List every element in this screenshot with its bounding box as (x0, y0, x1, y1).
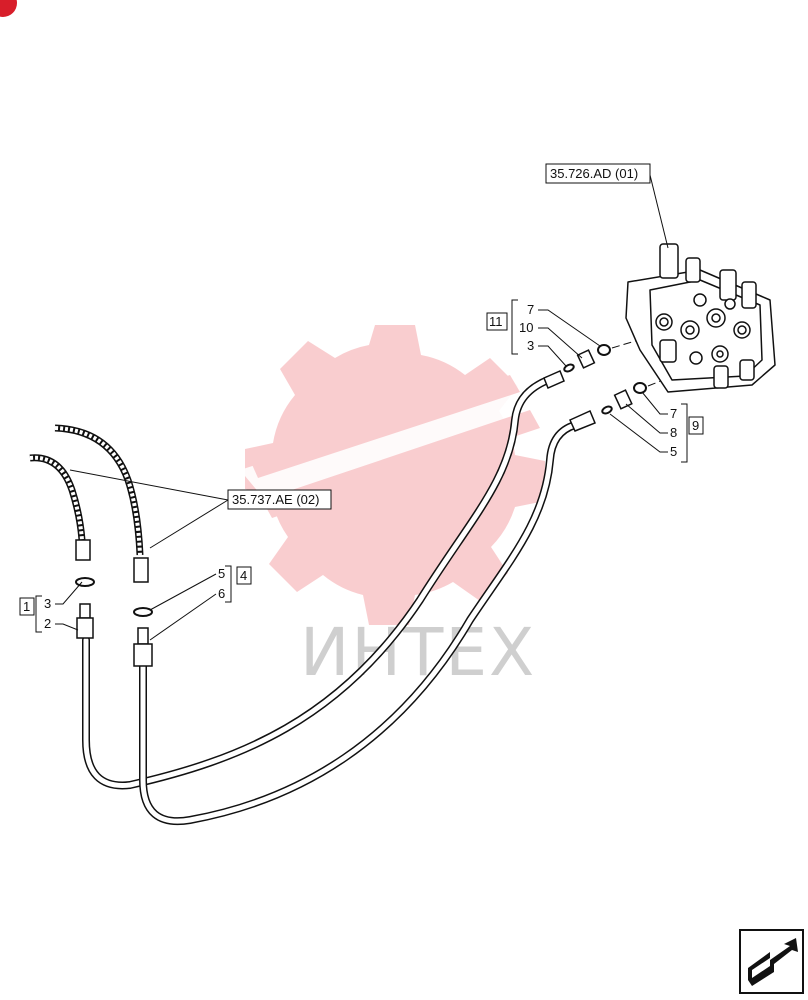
control-valve (625, 243, 776, 393)
corner-badge (0, 0, 17, 17)
leader-3-top (538, 345, 567, 367)
callout-7-top: 7 (527, 302, 534, 317)
callout-3-left: 3 (44, 596, 51, 611)
leader-5-mid (149, 573, 217, 611)
leader-7-top (538, 309, 601, 347)
upper-nut-right (133, 557, 149, 583)
upper-hose-left (29, 454, 86, 541)
o-ring-5-right (601, 405, 613, 415)
leader-hoses-upper-b (149, 499, 229, 549)
leader-valve (649, 174, 669, 249)
svg-text:4: 4 (240, 568, 247, 583)
next-page-arrow-icon[interactable] (739, 929, 804, 994)
callout-2: 2 (44, 616, 51, 631)
hose-end-b (569, 409, 596, 432)
callout-7-right: 7 (670, 406, 677, 421)
callout-6: 6 (218, 586, 225, 601)
leader-hoses-upper-a (69, 469, 229, 501)
leader-7-right (641, 391, 668, 415)
leader-8 (625, 403, 668, 434)
svg-text:35.726.AD (01): 35.726.AD (01) (550, 166, 638, 181)
leader-6 (149, 593, 217, 641)
adapter-2 (76, 603, 94, 639)
reference-box-hoses-upper[interactable]: 35.737.AE (02) (227, 489, 332, 510)
o-ring-7-right (633, 382, 647, 394)
o-ring-5-mid (133, 607, 153, 617)
callout-5-mid: 5 (218, 566, 225, 581)
hose-end-a (543, 370, 565, 389)
upper-hose-right (54, 424, 144, 556)
hose-b (139, 421, 579, 826)
upper-nut-left (75, 539, 91, 561)
callout-10: 10 (519, 320, 533, 335)
svg-text:1: 1 (23, 599, 30, 614)
adapter-10 (576, 349, 596, 369)
reference-box-control-valve[interactable]: 35.726.AD (01) (545, 163, 651, 184)
group-11: 11 7 10 3 (486, 299, 534, 355)
svg-text:35.737.AE (02): 35.737.AE (02) (232, 492, 319, 507)
adapter-8 (613, 389, 633, 410)
svg-text:9: 9 (692, 418, 699, 433)
group-4: 5 6 4 (218, 565, 252, 603)
o-ring-7-top (597, 344, 611, 356)
hose-a (82, 376, 552, 790)
leader-5-right (609, 413, 668, 453)
callout-8: 8 (670, 425, 677, 440)
o-ring-3-top (563, 363, 575, 373)
group-9: 7 8 5 9 (670, 403, 704, 463)
leader-10 (538, 327, 583, 359)
leader-2 (55, 623, 79, 631)
callout-3-top: 3 (527, 338, 534, 353)
callout-5-right: 5 (670, 444, 677, 459)
watermark-text: ИНТЕХ (300, 614, 536, 691)
adapter-6 (133, 627, 153, 667)
group-1: 1 3 2 (19, 595, 51, 633)
o-ring-3-left (75, 577, 95, 587)
svg-text:11: 11 (489, 314, 503, 329)
leader-3-left (55, 581, 83, 605)
